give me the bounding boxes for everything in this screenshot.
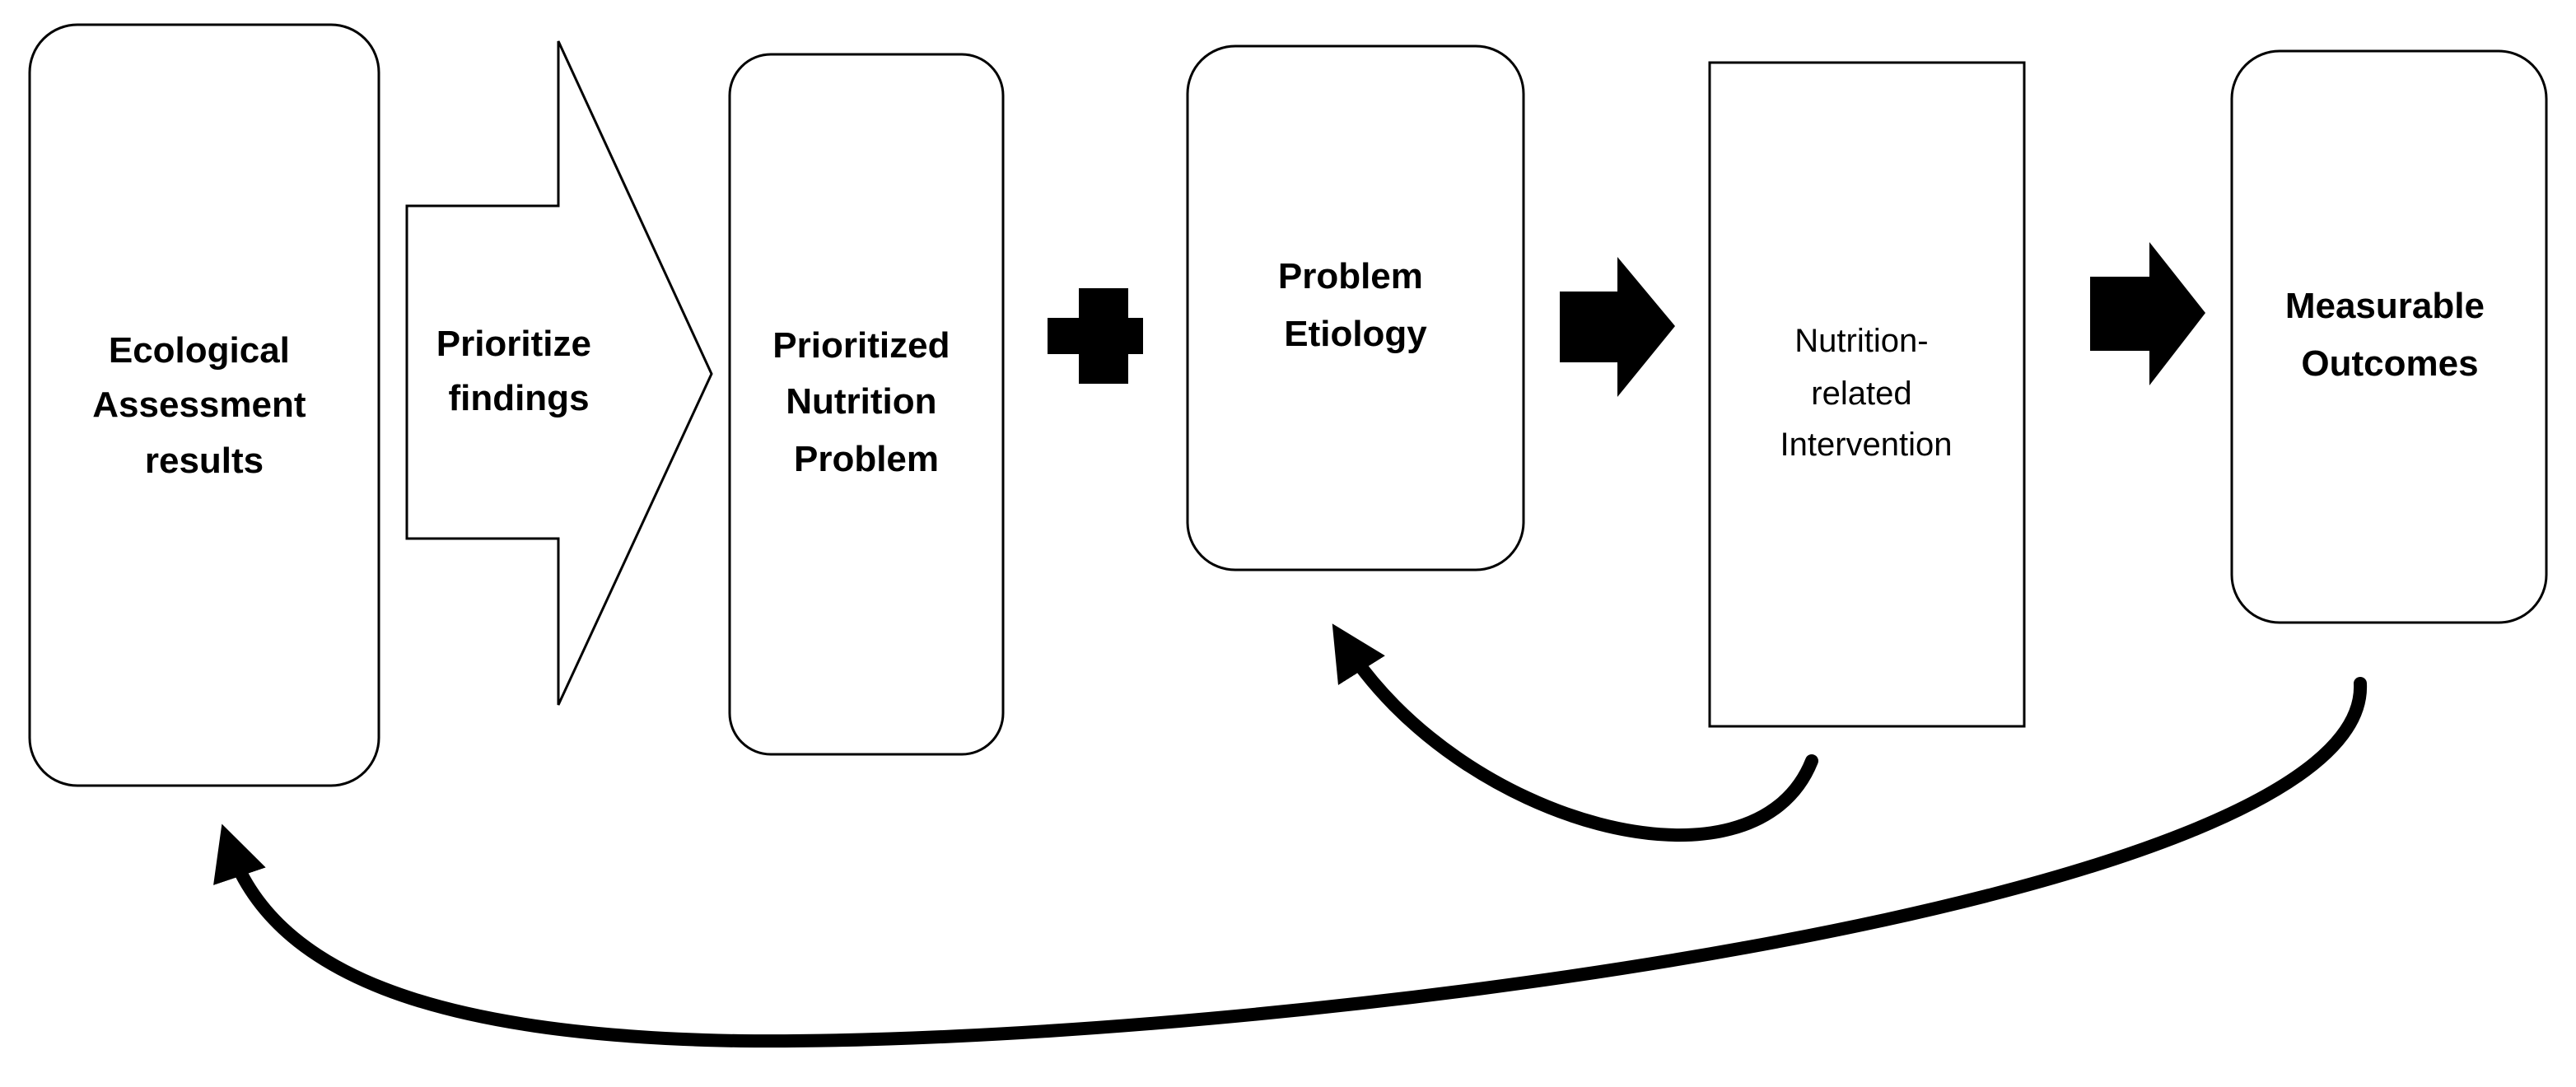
nutrition-intervention-node: Nutrition- related Intervention [1708,61,2026,728]
nutrition-intervention-label: Nutrition- related Intervention [1780,323,1952,463]
prioritize-findings-label: Prioritize findings [436,324,602,418]
measurable-outcomes-node: Measurable Outcomes [2230,49,2548,624]
prioritized-nutrition-problem-node: Prioritized Nutrition Problem [728,53,1005,756]
ecological-assessment-node: Ecological Assessment results [28,23,380,787]
curved-arrow-icon [1332,623,1818,842]
prioritize-findings-arrow: Prioritize findings [405,40,713,706]
problem-etiology-label: Problem Etiology [1278,256,1433,354]
curved-arrow-icon [213,677,2368,1048]
ecological-assessment-label: Ecological Assessment results [92,330,316,481]
measurable-outcomes-label: Measurable Outcomes [2285,286,2494,384]
prioritized-nutrition-problem-label: Prioritized Nutrition Problem [772,325,959,479]
plus-icon [1048,288,1143,384]
block-arrow-right-icon [1560,257,1675,397]
block-arrow-right-icon [2090,242,2205,385]
problem-etiology-node: Problem Etiology [1186,44,1525,571]
